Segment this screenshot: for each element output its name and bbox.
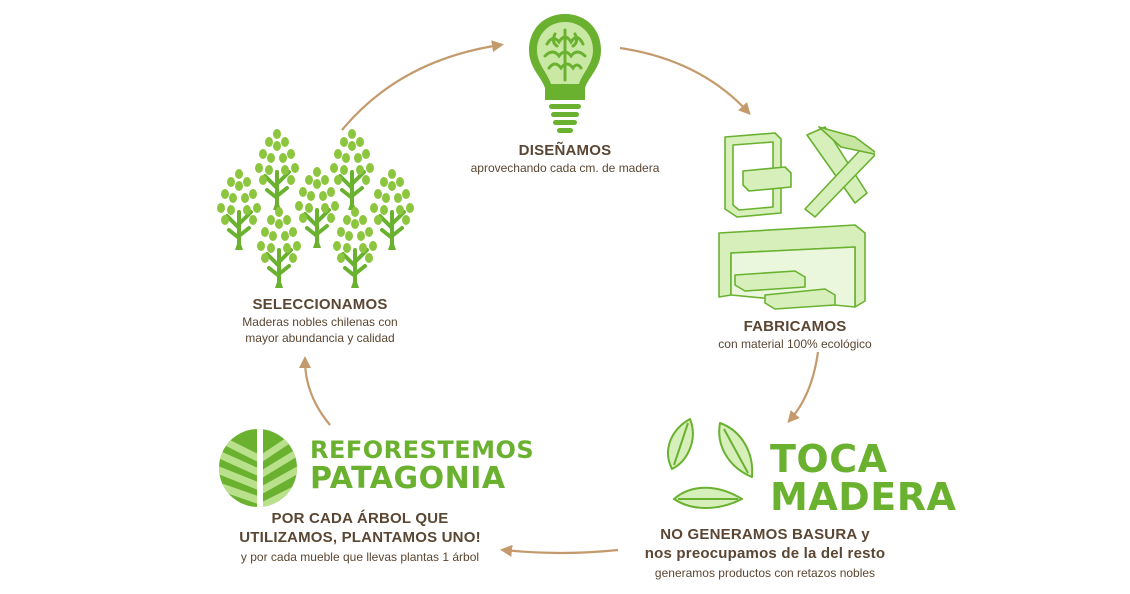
fabricate-title: FABRICAMOS (743, 318, 847, 335)
toca-brand-line1: TOCA (770, 437, 888, 481)
toca-brand-line2: MADERA (770, 475, 957, 519)
recycle-title-line2: nos preocupamos de la del resto (644, 545, 886, 562)
arrow-select-to-design (341, 40, 504, 131)
arrow-fabricate-to-recycle (787, 351, 820, 424)
reforest-subtitle: y por cada mueble que llevas plantas 1 á… (240, 550, 480, 564)
trees-icon (215, 128, 416, 290)
fabricate-subtitle: con material 100% ecológico (718, 337, 872, 351)
recycle-subtitle: generamos productos con retazos nobles (654, 566, 876, 580)
leaf-logo-icon (219, 429, 297, 507)
design-title: DISEÑAMOS (518, 142, 612, 159)
leaves-recycle-icon (667, 418, 754, 509)
arrow-recycle-to-reforest (500, 544, 619, 557)
lightbulb-brain-icon (529, 14, 601, 133)
arrow-design-to-fabricate (619, 46, 751, 115)
select-title: SELECCIONAMOS (252, 296, 388, 313)
select-subtitle-line1: Maderas nobles chilenas con (242, 315, 398, 329)
reforest-title-line2: UTILIZAMOS, PLANTAMOS UNO! (239, 529, 481, 546)
arrow-reforest-to-select (299, 356, 331, 426)
reforestemos-brand-line2: PATAGONIA (310, 461, 506, 496)
design-subtitle: aprovechando cada cm. de madera (470, 161, 660, 175)
select-subtitle-line2: mayor abundancia y calidad (245, 331, 395, 345)
reforestemos-brand-line1: REFORESTEMOS (310, 436, 535, 464)
furniture-icon (718, 126, 875, 310)
recycle-title-line1: NO GENERAMOS BASURA y (660, 526, 870, 543)
reforest-title-line1: POR CADA ÁRBOL QUE (271, 510, 449, 527)
